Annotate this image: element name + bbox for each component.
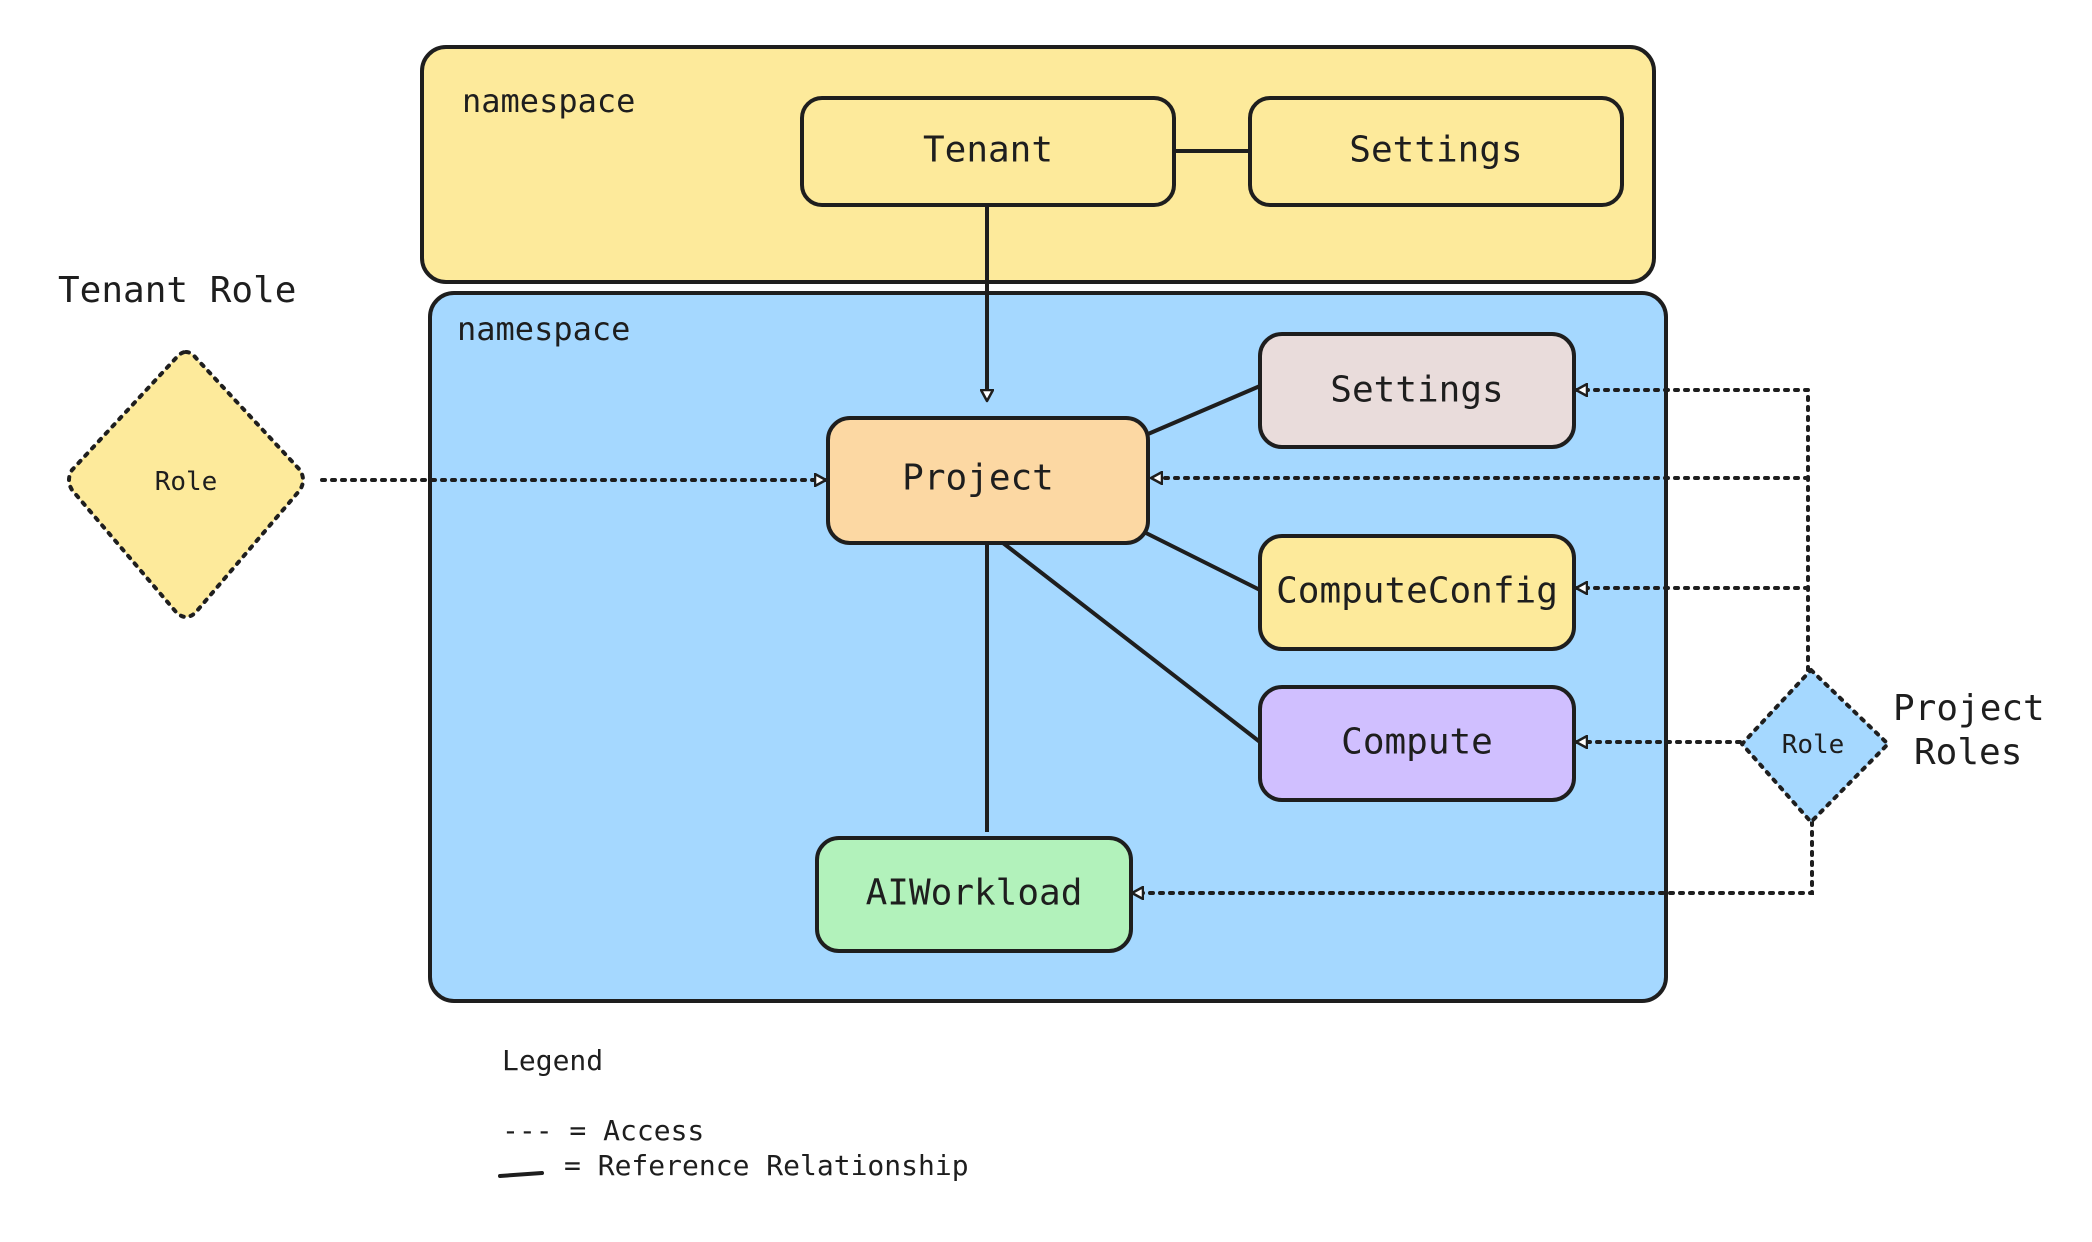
project-role-label: Role [1782, 730, 1845, 760]
compute-label: Compute [1341, 722, 1493, 763]
project-compute-reference-line [1001, 541, 1262, 744]
tenant-role-title: Tenant Role [58, 270, 296, 311]
project-role-diamond[interactable]: Role [1740, 668, 1890, 824]
tenant-settings-label: Settings [1349, 130, 1522, 171]
tenant-node[interactable]: Tenant [800, 96, 1176, 207]
project-settings-reference-line [1147, 384, 1261, 436]
tenant-settings-node[interactable]: Settings [1248, 96, 1624, 207]
project-computeconfig-reference-line [1145, 531, 1261, 592]
tenant-role-label: Role [155, 467, 218, 497]
legend-title: Legend [502, 1044, 603, 1077]
legend: Legend --- = Access = Reference Relation… [498, 1044, 969, 1182]
project-settings-node[interactable]: Settings [1258, 332, 1576, 449]
tenant-role-diamond[interactable]: Role [67, 349, 305, 619]
legend-reference-line-sample [498, 1171, 544, 1178]
compute-config-label: ComputeConfig [1276, 571, 1558, 612]
tenant-label: Tenant [923, 130, 1053, 171]
compute-node[interactable]: Compute [1258, 685, 1576, 802]
project-label: Project [902, 458, 1054, 499]
ai-workload-node[interactable]: AIWorkload [815, 836, 1133, 953]
project-node[interactable]: Project [826, 416, 1150, 545]
project-role-aiworkload-access-line [1133, 820, 1814, 893]
legend-reference-entry: = Reference Relationship [564, 1149, 969, 1182]
project-role-settings-access-line [1577, 390, 1810, 672]
project-settings-label: Settings [1330, 370, 1503, 411]
compute-config-node[interactable]: ComputeConfig [1258, 534, 1576, 651]
project-roles-title-line1: Project [1893, 688, 2045, 729]
legend-access-entry: --- = Access [502, 1114, 704, 1147]
ai-workload-label: AIWorkload [866, 873, 1083, 914]
project-namespace-container [428, 291, 1668, 1003]
project-namespace-label: namespace [457, 310, 630, 348]
project-roles-title-line2: Roles [1914, 732, 2022, 773]
tenant-namespace-label: namespace [462, 82, 635, 120]
